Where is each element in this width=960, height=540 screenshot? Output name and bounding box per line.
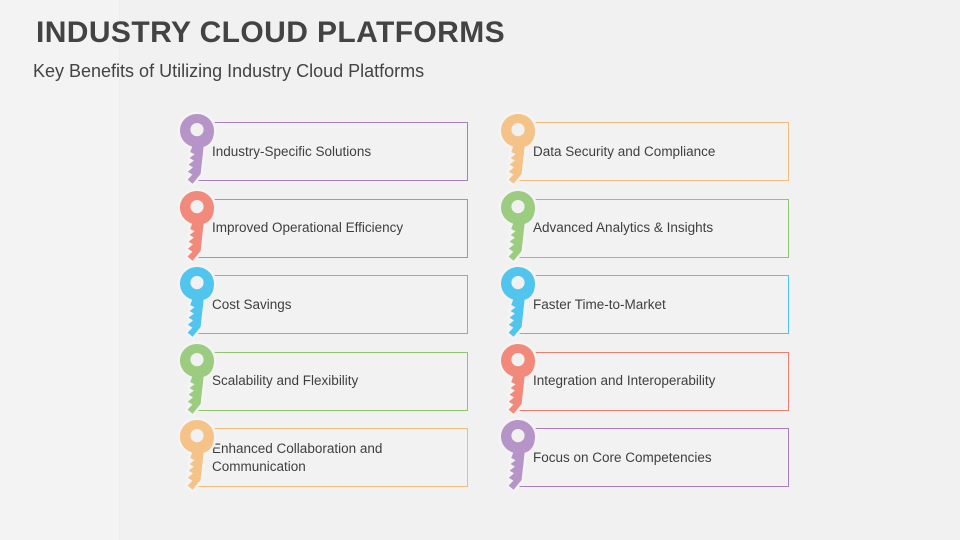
benefit-card-box <box>196 198 468 258</box>
benefit-label: Enhanced Collaboration and Communication <box>212 440 383 474</box>
benefit-label: Integration and Interoperability <box>533 373 716 388</box>
page-title: INDUSTRY CLOUD PLATFORMS <box>36 16 506 49</box>
benefit-label: Faster Time-to-Market <box>533 296 666 312</box>
benefit-card[interactable]: Faster Time-to-Market <box>497 264 789 340</box>
benefit-label: Data Security and Compliance <box>533 143 716 159</box>
benefit-card[interactable]: Advanced Analytics & Insights <box>497 188 789 263</box>
benefit-card-box <box>517 428 789 487</box>
benefit-label: Advanced Analytics & Insights <box>533 220 714 235</box>
left-accent-band <box>0 0 120 540</box>
benefit-card[interactable]: Integration and Interoperability <box>497 341 789 416</box>
benefit-label: Focus on Core Competencies <box>533 449 712 465</box>
benefit-card[interactable]: Cost Savings <box>176 264 468 340</box>
benefit-card[interactable]: Enhanced Collaboration and Communication <box>176 417 468 493</box>
benefit-label: Scalability and Flexibility <box>212 373 359 388</box>
benefit-label: Improved Operational Efficiency <box>212 220 404 235</box>
benefit-card-box <box>196 275 468 334</box>
benefit-card[interactable]: Data Security and Compliance <box>497 111 789 187</box>
benefit-label: Industry-Specific Solutions <box>212 143 372 159</box>
benefit-card-box <box>196 122 468 181</box>
benefit-card-box <box>517 122 789 181</box>
page-subtitle: Key Benefits of Utilizing Industry Cloud… <box>33 61 425 81</box>
benefit-card[interactable]: Scalability and Flexibility <box>176 341 468 416</box>
benefit-card[interactable]: Industry-Specific Solutions <box>176 111 468 187</box>
benefit-card-box <box>196 428 468 487</box>
benefit-card-box <box>196 351 468 411</box>
benefit-card[interactable]: Focus on Core Competencies <box>497 417 789 493</box>
benefit-label: Cost Savings <box>212 296 292 312</box>
benefit-card[interactable]: Improved Operational Efficiency <box>176 188 468 263</box>
benefit-card-box <box>517 351 789 411</box>
benefit-card-box <box>517 275 789 334</box>
